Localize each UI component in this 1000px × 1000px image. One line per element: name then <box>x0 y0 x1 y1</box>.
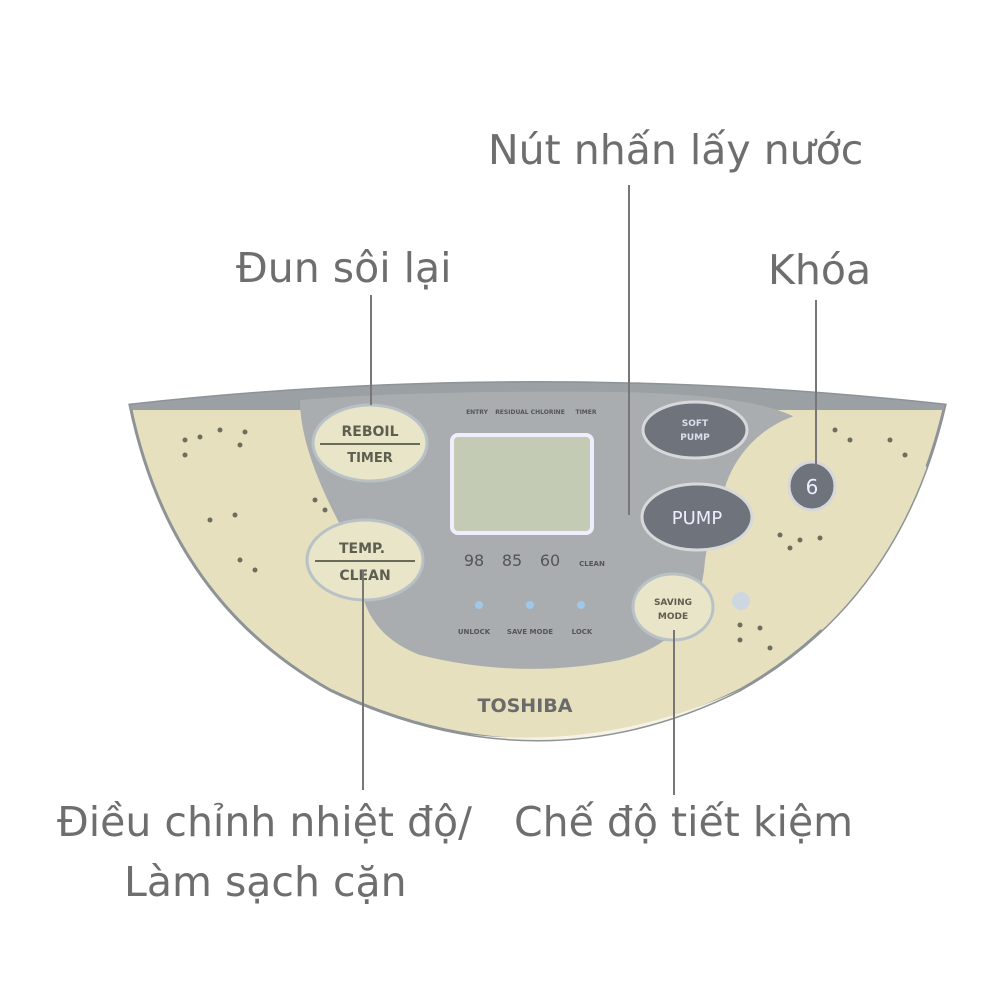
saving-led <box>732 592 750 610</box>
mode-text: MODE <box>658 612 688 622</box>
reboil-callout-label: Đun sôi lại <box>236 244 452 292</box>
temp-98: 98 <box>464 551 484 570</box>
temp-85: 85 <box>502 551 522 570</box>
saving-text: SAVING <box>654 598 692 608</box>
indicator-timer: TIMER <box>575 409 596 416</box>
pump-button <box>640 482 754 552</box>
lock-callout-line <box>815 300 817 468</box>
soft-text: SOFT <box>682 419 709 429</box>
reboil-callout-line <box>370 295 372 405</box>
timer-text: TIMER <box>347 451 393 466</box>
temp-60: 60 <box>540 551 560 570</box>
indicator-lock: LOCK <box>572 628 593 636</box>
saving-callout-label: Chế độ tiết kiệm <box>514 798 854 846</box>
lock-text: 6 <box>806 475 819 499</box>
indicator-unlock: UNLOCK <box>458 628 491 636</box>
saving-callout-line <box>673 630 675 795</box>
pump-text: PUMP <box>672 508 723 529</box>
indicator-save-mode: SAVE MODE <box>507 628 553 636</box>
temp-callout-label-1: Điều chỉnh nhiệt độ/ <box>57 798 472 846</box>
indicator-entry: ENTRY <box>466 409 489 416</box>
clean-text: CLEAN <box>339 568 390 584</box>
pump-callout-label: Nút nhấn lấy nước <box>488 126 864 174</box>
temp-callout-line <box>362 570 364 790</box>
brand-logo: TOSHIBA <box>478 695 573 717</box>
reboil-text: REBOIL <box>341 424 398 440</box>
temp-clean: CLEAN <box>579 560 605 568</box>
soft-pump-button <box>641 400 749 460</box>
lcd-display <box>450 433 594 535</box>
pump-callout-line <box>628 185 630 515</box>
lock-callout-label: Khóa <box>768 246 872 294</box>
temp-text: TEMP. <box>339 541 385 557</box>
soft-pump-text: PUMP <box>680 433 710 443</box>
lock-button <box>787 460 837 512</box>
temp-callout-label-2: Làm sạch cặn <box>124 858 407 906</box>
indicator-chlorine: RESIDUAL CHLORINE <box>495 409 565 416</box>
